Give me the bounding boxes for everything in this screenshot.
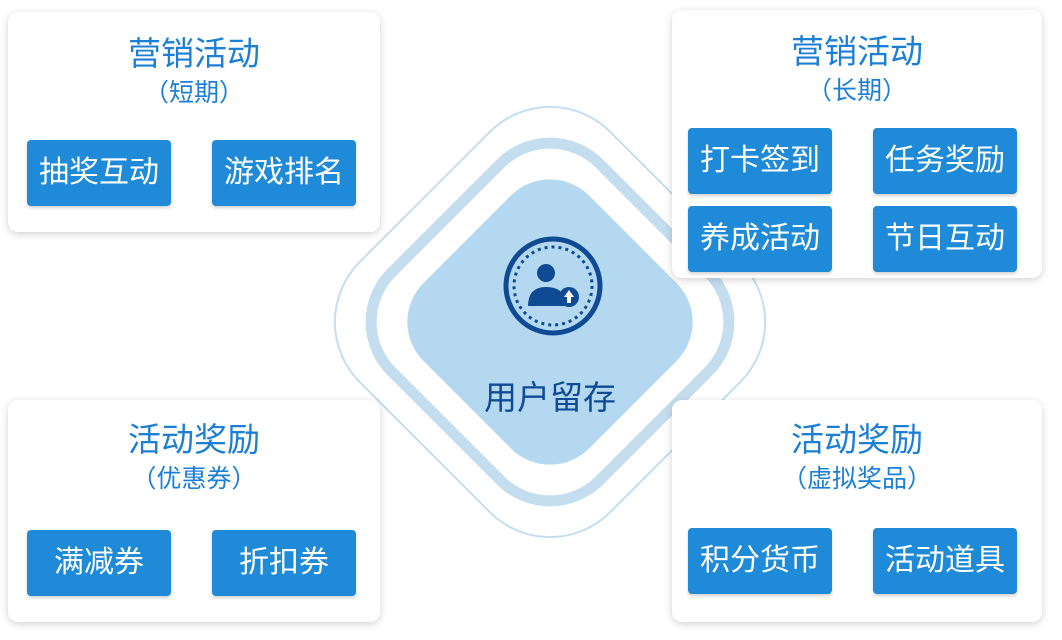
tag-activity-props[interactable]: 活动道具 xyxy=(873,528,1017,594)
tag-holiday-interaction[interactable]: 节日互动 xyxy=(873,206,1017,272)
center-diamond xyxy=(407,179,693,465)
card-reward-virtual: 活动奖励 （虚拟奖品） 积分货币 活动道具 xyxy=(672,400,1042,622)
tag-nurture-activity[interactable]: 养成活动 xyxy=(688,206,832,272)
tag-task-reward[interactable]: 任务奖励 xyxy=(873,128,1017,194)
card-title: 营销活动 xyxy=(128,34,260,73)
tag-lottery[interactable]: 抽奖互动 xyxy=(27,140,171,206)
tag-game-ranking[interactable]: 游戏排名 xyxy=(212,140,356,206)
user-growth-icon xyxy=(503,236,603,336)
middle-ring xyxy=(365,137,735,507)
card-subtitle: （短期） xyxy=(143,78,244,107)
card-title: 活动奖励 xyxy=(791,420,923,459)
card-subtitle: （长期） xyxy=(806,76,907,105)
card-marketing-long-term: 营销活动 （长期） 打卡签到 任务奖励 养成活动 节日互动 xyxy=(672,10,1042,278)
tag-check-in[interactable]: 打卡签到 xyxy=(688,128,832,194)
center-label: 用户留存 xyxy=(484,378,616,417)
tag-points-currency[interactable]: 积分货币 xyxy=(688,528,832,594)
card-subtitle: （优惠券） xyxy=(131,464,257,493)
card-reward-coupons: 活动奖励 （优惠券） 满减券 折扣券 xyxy=(8,400,380,622)
card-title: 营销活动 xyxy=(791,32,923,71)
card-subtitle: （虚拟奖品） xyxy=(781,464,932,493)
card-title: 活动奖励 xyxy=(128,420,260,459)
tag-percent-off-coupon[interactable]: 折扣券 xyxy=(212,530,356,596)
tag-discount-off-coupon[interactable]: 满减券 xyxy=(27,530,171,596)
card-marketing-short-term: 营销活动 （短期） 抽奖互动 游戏排名 xyxy=(8,12,380,232)
